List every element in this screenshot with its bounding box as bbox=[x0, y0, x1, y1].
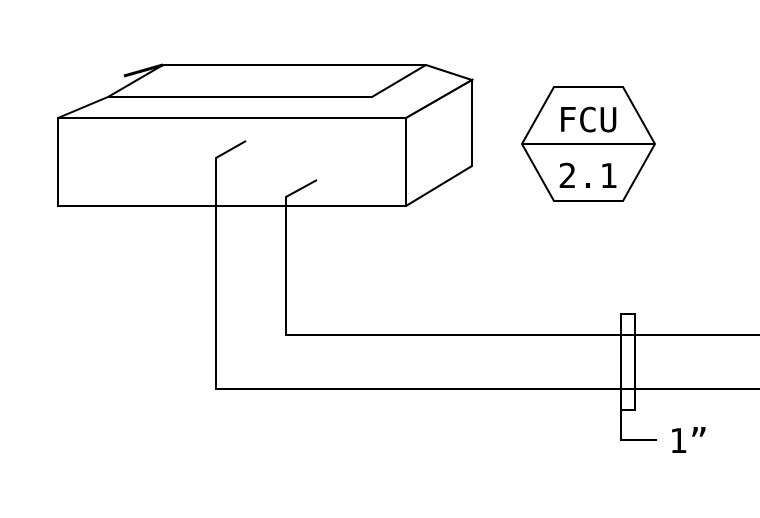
pipe-size-label: 1” bbox=[668, 422, 709, 462]
pipe-sleeve-rect bbox=[620, 313, 636, 411]
fan-coil-unit bbox=[57, 63, 475, 207]
supply-pipe-line bbox=[285, 179, 760, 336]
equipment-tag: FCU 2.1 bbox=[520, 86, 657, 202]
fcu-top-face bbox=[57, 63, 475, 119]
pipe-size-leader bbox=[620, 410, 657, 441]
fcu-side-face bbox=[405, 78, 473, 207]
return-pipe bbox=[215, 140, 760, 390]
return-pipe-line bbox=[215, 140, 760, 390]
tag-number-label: 2.1 bbox=[557, 157, 618, 197]
pipe-size-marker: 1” bbox=[620, 313, 709, 462]
fcu-front-face bbox=[57, 117, 407, 207]
supply-pipe bbox=[285, 179, 760, 336]
tag-equipment-label: FCU bbox=[557, 101, 618, 141]
fcu-top-accent bbox=[123, 63, 164, 78]
